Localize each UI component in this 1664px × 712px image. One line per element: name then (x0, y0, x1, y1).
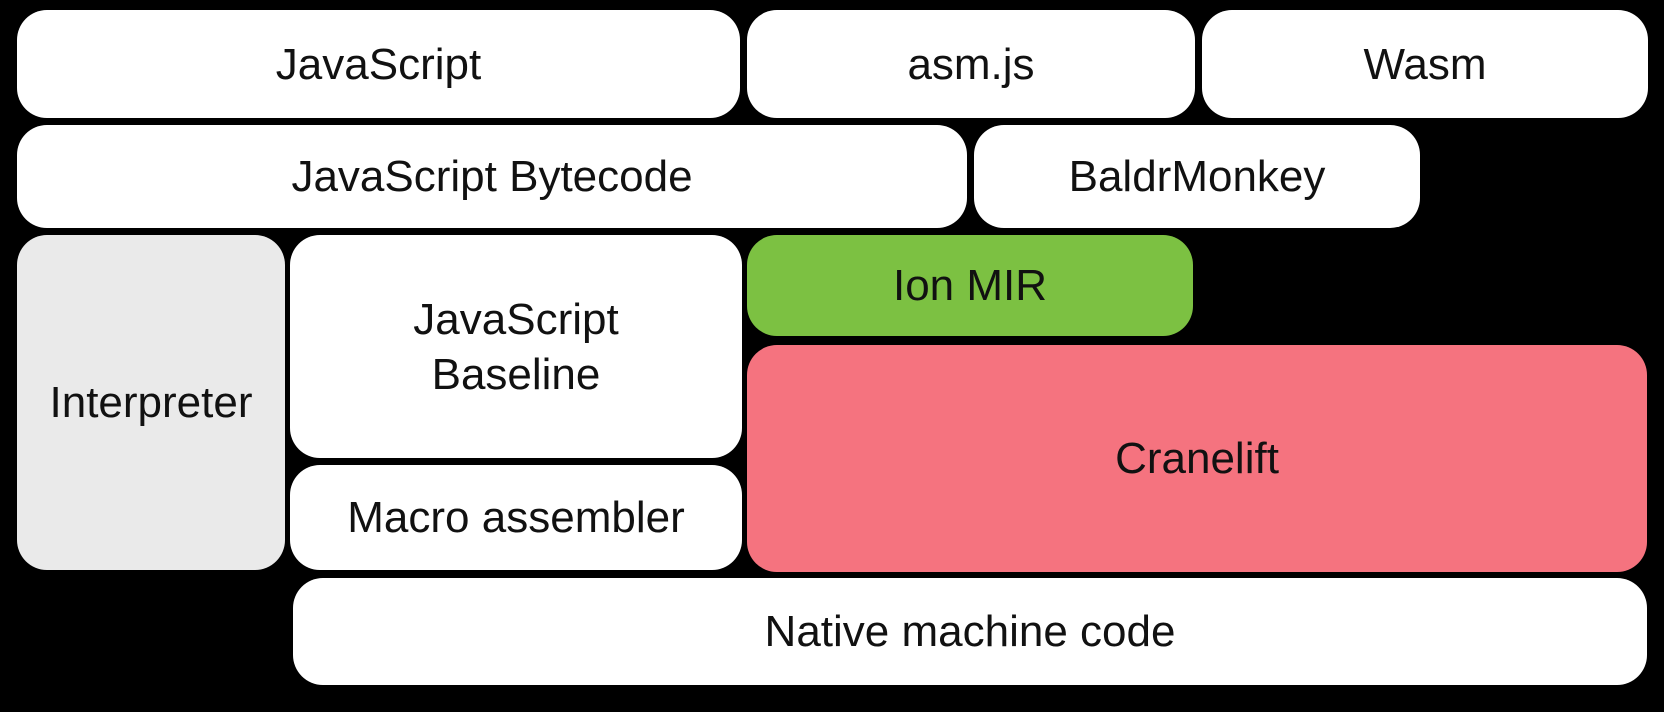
node-javascript-baseline-line2: Baseline (431, 349, 601, 399)
node-javascript-baseline-line1: JavaScript (413, 294, 619, 344)
node-javascript-label: JavaScript (275, 39, 482, 89)
node-native-machine-code: Native machine code (293, 578, 1647, 685)
node-ion-mir: Ion MIR (747, 235, 1193, 336)
node-baldrmonkey: BaldrMonkey (974, 125, 1420, 228)
node-wasm: Wasm (1202, 10, 1648, 118)
node-macro-assembler-label: Macro assembler (347, 493, 685, 542)
node-macro-assembler: Macro assembler (290, 465, 742, 570)
node-interpreter: Interpreter (17, 235, 285, 570)
node-cranelift: Cranelift (747, 345, 1647, 572)
node-native-machine-code-label: Native machine code (764, 607, 1176, 656)
node-interpreter-label: Interpreter (49, 378, 253, 427)
node-javascript-bytecode-label: JavaScript Bytecode (291, 152, 693, 201)
node-cranelift-label: Cranelift (1115, 434, 1279, 483)
node-javascript-baseline: JavaScript Baseline (290, 235, 742, 458)
node-ion-mir-label: Ion MIR (892, 261, 1048, 310)
node-javascript-baseline-label: JavaScript Baseline (413, 292, 618, 402)
node-javascript: JavaScript (17, 10, 740, 118)
node-javascript-bytecode: JavaScript Bytecode (17, 125, 967, 228)
node-asm-js-label: asm.js (907, 39, 1035, 89)
node-asm-js: asm.js (747, 10, 1195, 118)
node-baldrmonkey-label: BaldrMonkey (1068, 152, 1326, 201)
node-wasm-label: Wasm (1363, 39, 1487, 89)
